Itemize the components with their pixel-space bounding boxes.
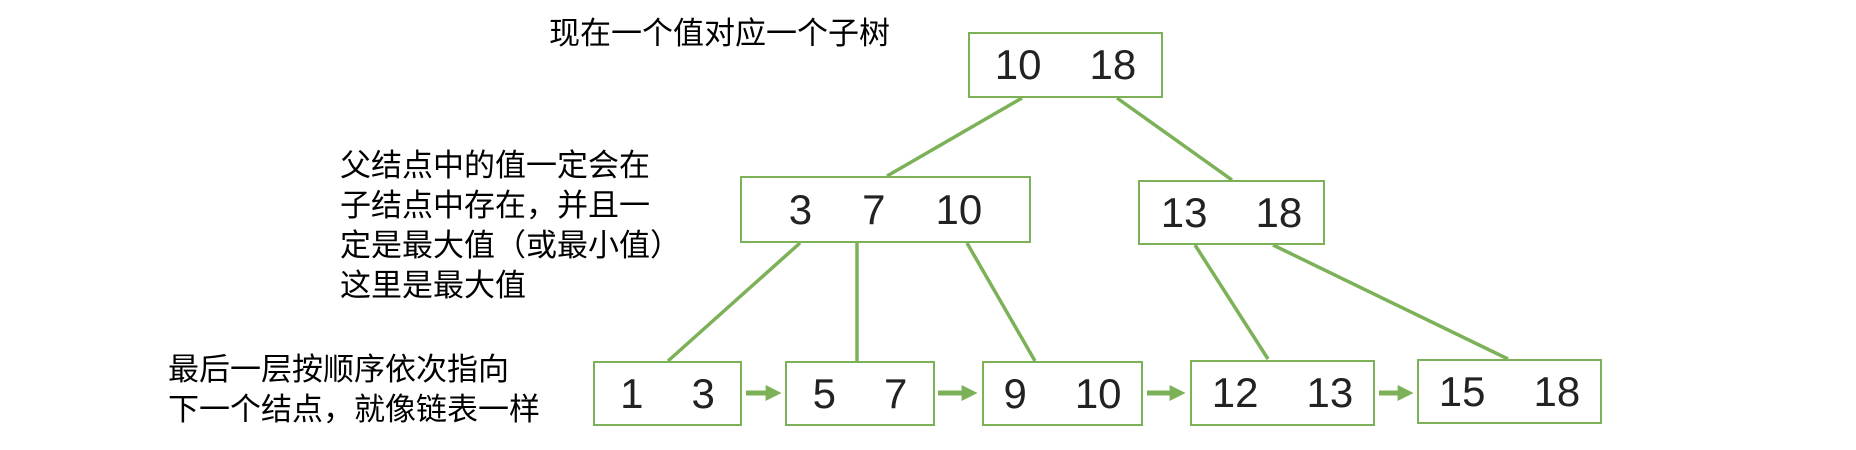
edge-3-to-leaf1 [666,241,802,363]
annotation-top: 现在一个值对应一个子树 [549,16,890,51]
node-value: 7 [884,369,908,417]
node-value: 18 [1089,41,1137,88]
node-value: 10 [994,41,1042,88]
edge-18-to-leaf5 [1272,243,1509,361]
node-value: 3 [788,185,813,233]
node-value: 7 [862,185,886,233]
annotation-leaf-linkedlist: 最后一层按顺序依次指向 下一个结点，就像链表一样 [168,352,540,427]
node-value: 5 [812,369,836,417]
internal-node-left: 3 7 10 [740,176,1031,243]
leaf-node-4: 12 13 [1190,360,1375,426]
annotation-parent-rule: 父结点中的值一定会在 子结点中存在，并且一 定是最大值（或最小值） 这里是最大值 [340,148,681,303]
leaf-node-3: 9 10 [982,361,1143,426]
node-value: 13 [1306,369,1354,416]
node-value: 12 [1211,369,1259,416]
edge-root-to-internal-left [886,96,1023,178]
internal-node-right: 13 18 [1138,180,1325,245]
node-value: 18 [1533,367,1581,415]
node-value: 9 [1003,369,1027,417]
node-value: 3 [691,369,715,417]
edge-10-to-leaf3 [965,242,1037,362]
node-value: 15 [1438,367,1486,415]
node-value: 10 [1074,369,1122,417]
leaf-node-5: 15 18 [1417,359,1602,424]
root-node: 10 18 [968,32,1163,98]
leaf-node-2: 5 7 [785,361,935,426]
edge-root-to-internal-right [1115,96,1234,182]
leaf-node-1: 1 3 [593,361,742,426]
edge-13-to-leaf4 [1193,244,1270,360]
node-value: 18 [1255,188,1303,236]
node-value: 1 [620,369,644,417]
node-value: 13 [1160,188,1208,236]
node-value: 10 [935,185,983,233]
